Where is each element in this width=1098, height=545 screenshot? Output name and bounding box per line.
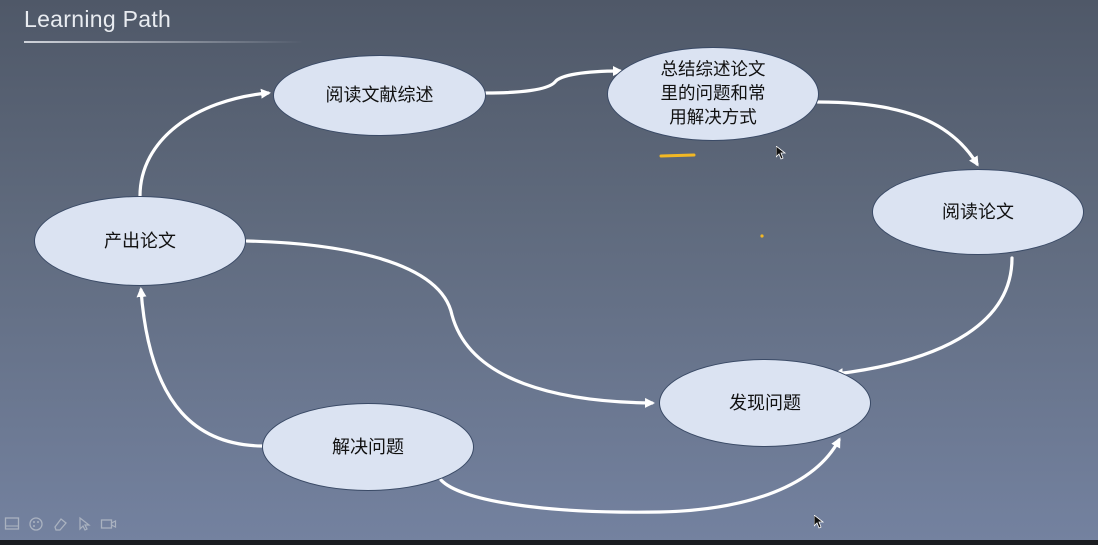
node-summarize[interactable]: 总结综述论文 里的问题和常 用解决方式 bbox=[607, 47, 819, 141]
node-label: 总结综述论文 里的问题和常 用解决方式 bbox=[660, 60, 766, 128]
mouse-cursor-icon bbox=[776, 146, 786, 160]
node-label: 解决问题 bbox=[332, 436, 404, 458]
arrow-solve-to-produce bbox=[136, 287, 264, 448]
arrow-produce-to-read-reviews bbox=[138, 88, 271, 198]
node-solve-problems[interactable]: 解决问题 bbox=[262, 403, 474, 491]
node-read-papers[interactable]: 阅读论文 bbox=[872, 169, 1084, 255]
node-read-reviews[interactable]: 阅读文献综述 bbox=[273, 55, 486, 136]
arrow-read-reviews-to-summarize bbox=[484, 66, 623, 95]
slide-title: Learning Path bbox=[24, 6, 172, 32]
eraser-icon[interactable] bbox=[52, 516, 69, 532]
node-label: 阅读文献综述 bbox=[325, 85, 434, 106]
node-label: 发现问题 bbox=[729, 392, 801, 414]
title-underline bbox=[24, 41, 304, 43]
presenter-toolbar bbox=[4, 516, 117, 532]
camera-icon[interactable] bbox=[100, 516, 117, 532]
window-bottom-edge bbox=[0, 540, 1098, 545]
node-label: 阅读论文 bbox=[942, 201, 1014, 223]
node-produce-papers[interactable]: 产出论文 bbox=[34, 196, 246, 286]
node-find-problems[interactable]: 发现问题 bbox=[659, 359, 871, 447]
pen-annotation bbox=[659, 153, 764, 238]
node-label: 产出论文 bbox=[104, 230, 176, 252]
arrow-produce-to-find-problems bbox=[245, 239, 655, 408]
mouse-cursor-icon bbox=[814, 515, 824, 529]
arrow-summarize-to-read-papers bbox=[816, 100, 979, 167]
arrow-solve-to-find-problems bbox=[439, 437, 841, 514]
slides-icon[interactable] bbox=[4, 516, 21, 532]
palette-icon[interactable] bbox=[28, 516, 45, 532]
arrow-read-papers-to-find-problems bbox=[833, 256, 1014, 379]
pointer-icon[interactable] bbox=[76, 516, 93, 532]
